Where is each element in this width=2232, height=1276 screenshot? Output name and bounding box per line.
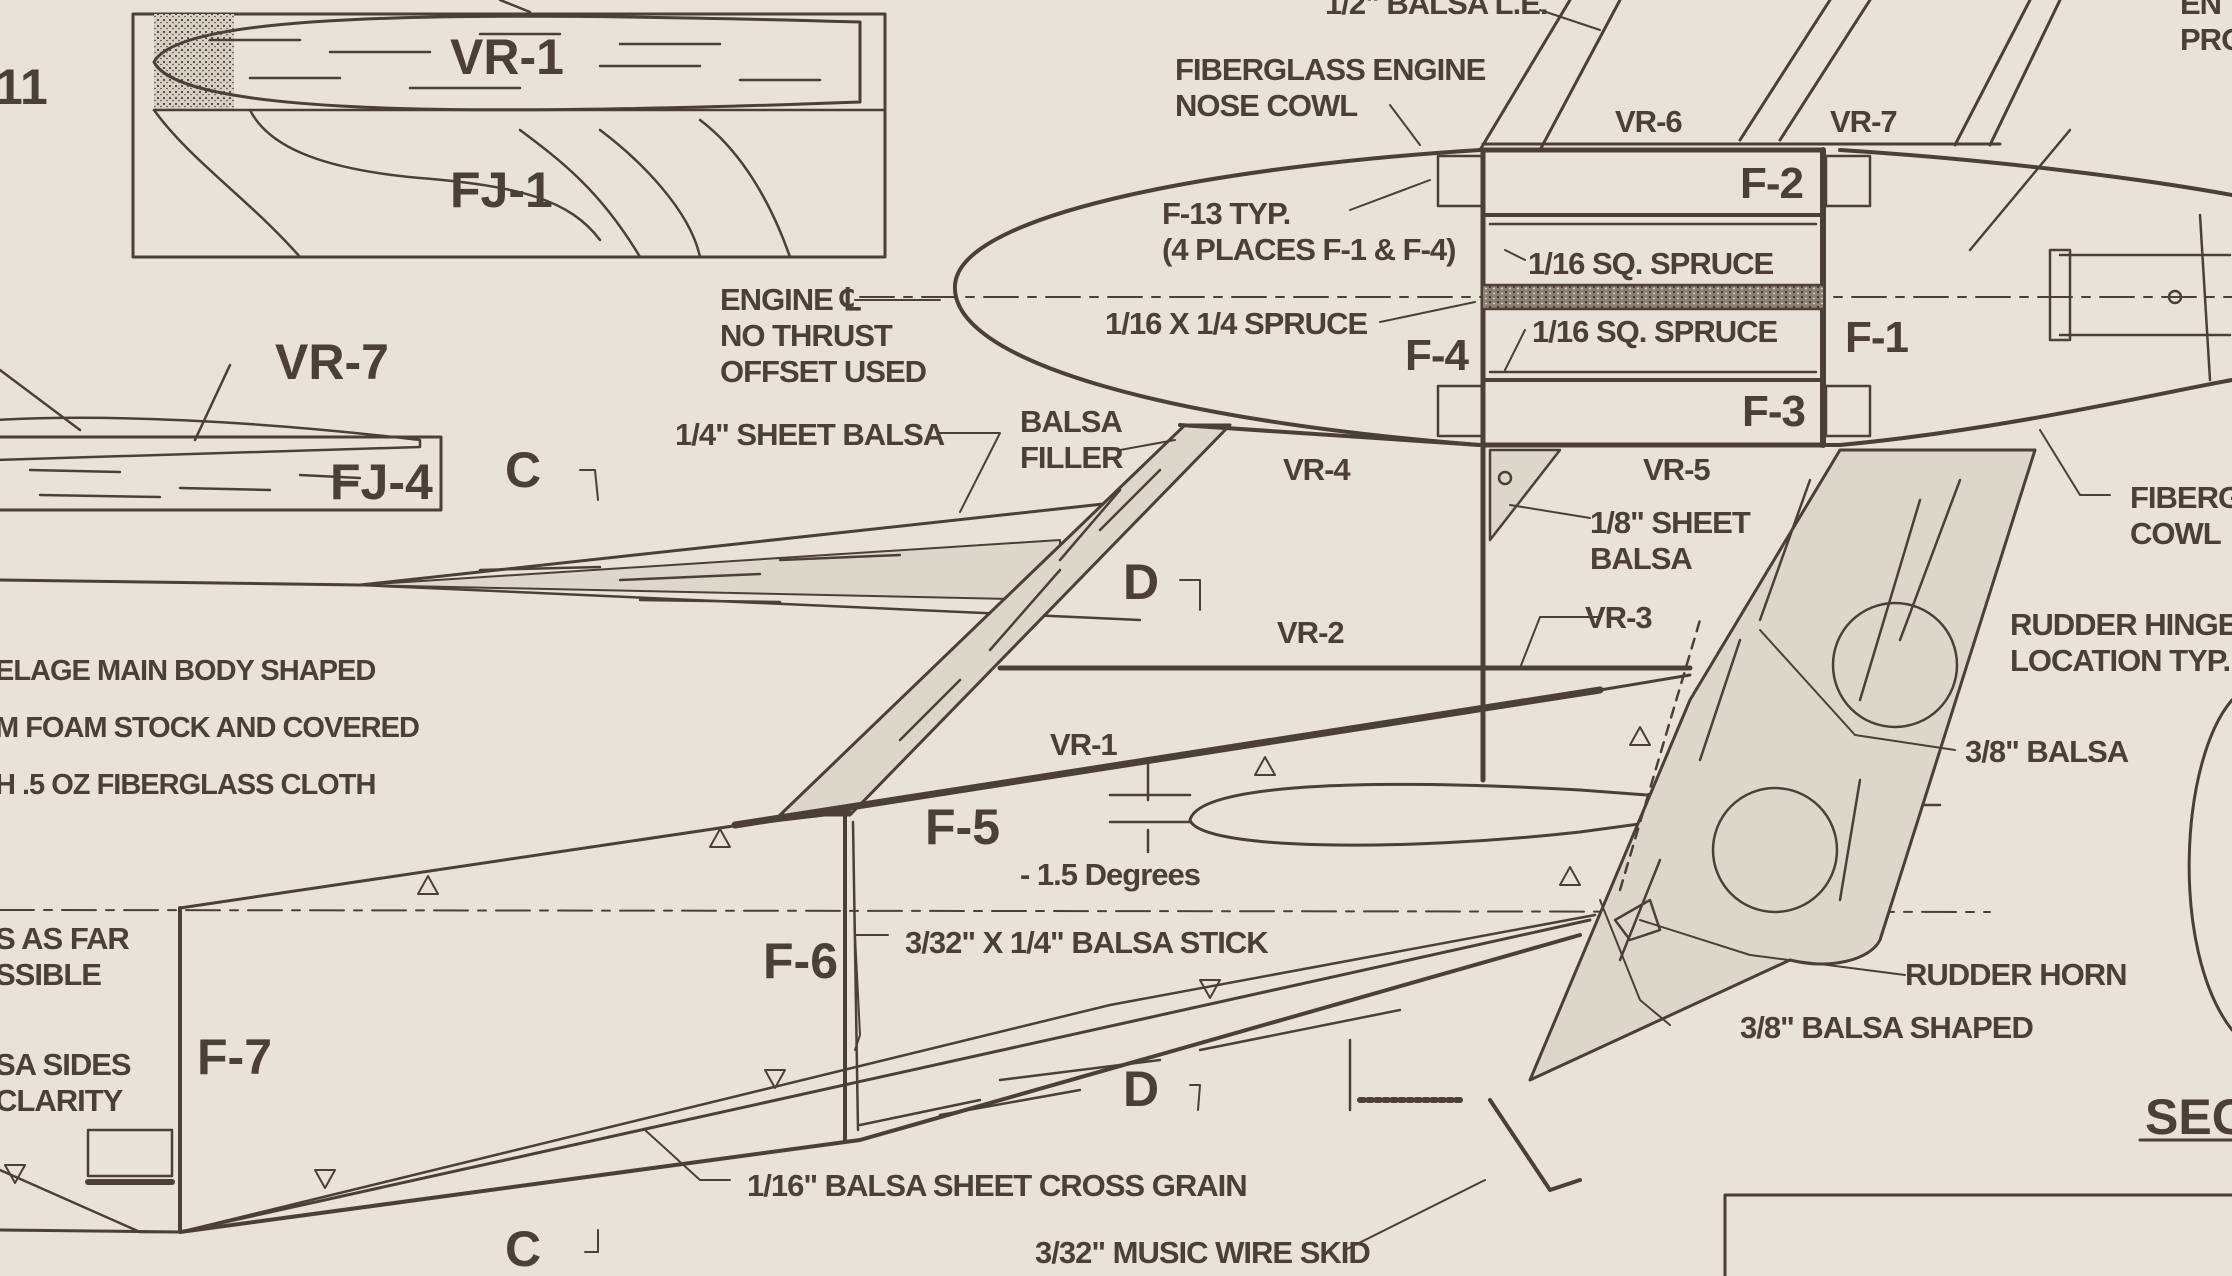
label-fuselage-note: ELAGE MAIN BODY SHAPED M FOAM STOCK AND … <box>0 655 420 801</box>
label-fj4: FJ-4 <box>330 454 433 510</box>
label-vr7-left: VR-7 <box>275 334 389 390</box>
label-vr2: VR-2 <box>1277 615 1345 650</box>
label-section: SEC <box>2145 1089 2232 1145</box>
label-engine-cl: ENGINE ℄ NO THRUST OFFSET USED <box>720 282 927 389</box>
label-vr3: VR-3 <box>1585 600 1653 635</box>
label-music-wire-skid: 3/32" MUSIC WIRE SKID <box>1035 1235 1371 1270</box>
label-vr7-top: VR-7 <box>1830 104 1898 139</box>
label-balsa-shaped: 3/8" BALSA SHAPED <box>1740 1010 2034 1045</box>
label-rudder-horn: RUDDER HORN <box>1905 957 2127 992</box>
label-balsa-le: 1/2" BALSA L.E. <box>1325 0 1548 21</box>
label-balsa-cross-grain: 1/16" BALSA SHEET CROSS GRAIN <box>747 1168 1248 1203</box>
label-f3: F-3 <box>1742 387 1806 436</box>
label-vr1-top: VR-1 <box>450 29 564 85</box>
section-d-bottom: D <box>1123 1061 1160 1117</box>
label-f4: F-4 <box>1405 331 1469 380</box>
label-three-eighth-balsa: 3/8" BALSA <box>1965 734 2129 769</box>
label-fj1: FJ-1 <box>450 162 553 218</box>
label-minus-degrees: - 1.5 Degrees <box>1020 857 1201 892</box>
label-fiberglass-nose-cowl: FIBERGLASS ENGINE NOSE COWL <box>1175 52 1486 123</box>
label-f7: F-7 <box>197 1029 272 1085</box>
label-spruce-1x4: 1/16 X 1/4 SPRUCE <box>1105 306 1368 341</box>
label-f13: F-13 TYP. (4 PLACES F-1 & F-4) <box>1162 196 1456 267</box>
label-number-11: 11 <box>0 59 48 115</box>
vr7-fj4-detail <box>0 363 443 512</box>
engine-nacelle <box>952 0 2232 542</box>
label-vr6-top: VR-6 <box>1615 104 1683 139</box>
label-fiberglass-cowl: FIBERG COWL <box>2130 480 2232 551</box>
label-vr5: VR-5 <box>1643 452 1711 487</box>
label-spruce-sq-1: 1/16 SQ. SPRUCE <box>1528 246 1774 281</box>
label-vr4: VR-4 <box>1283 452 1351 487</box>
label-spruce-sq-2: 1/16 SQ. SPRUCE <box>1532 314 1778 349</box>
label-rudder-hinge: RUDDER HINGE LOCATION TYP. <box>2010 607 2232 678</box>
label-vr1-mid: VR-1 <box>1050 727 1118 762</box>
section-d-mid: D <box>1123 554 1160 610</box>
label-balsa-stick: 3/32" X 1/4" BALSA STICK <box>905 925 1269 960</box>
label-f2: F-2 <box>1740 159 1804 208</box>
label-f5: F-5 <box>925 799 1000 855</box>
section-c-bottom: C <box>505 1221 542 1276</box>
vr1-fj1-detail <box>131 0 887 259</box>
rudder-fin <box>1348 448 2232 1276</box>
label-f1: F-1 <box>1845 313 1909 362</box>
section-markers <box>4 726 1651 1189</box>
label-as-far-possible: S AS FAR SSIBLE <box>0 921 130 992</box>
label-quarter-sheet-balsa: 1/4" SHEET BALSA <box>675 417 945 452</box>
label-f6: F-6 <box>763 933 838 989</box>
section-c-top: C <box>505 442 542 498</box>
leader-lines <box>579 9 2111 1253</box>
label-balsa-filler: BALSA FILLER <box>1020 404 1123 475</box>
label-eighth-sheet-balsa: 1/8" SHEET BALSA <box>1590 505 1751 576</box>
label-balsa-sides-clarity: SA SIDES CLARITY <box>0 1047 132 1118</box>
label-engine-prop: EN PRO <box>2180 0 2232 57</box>
